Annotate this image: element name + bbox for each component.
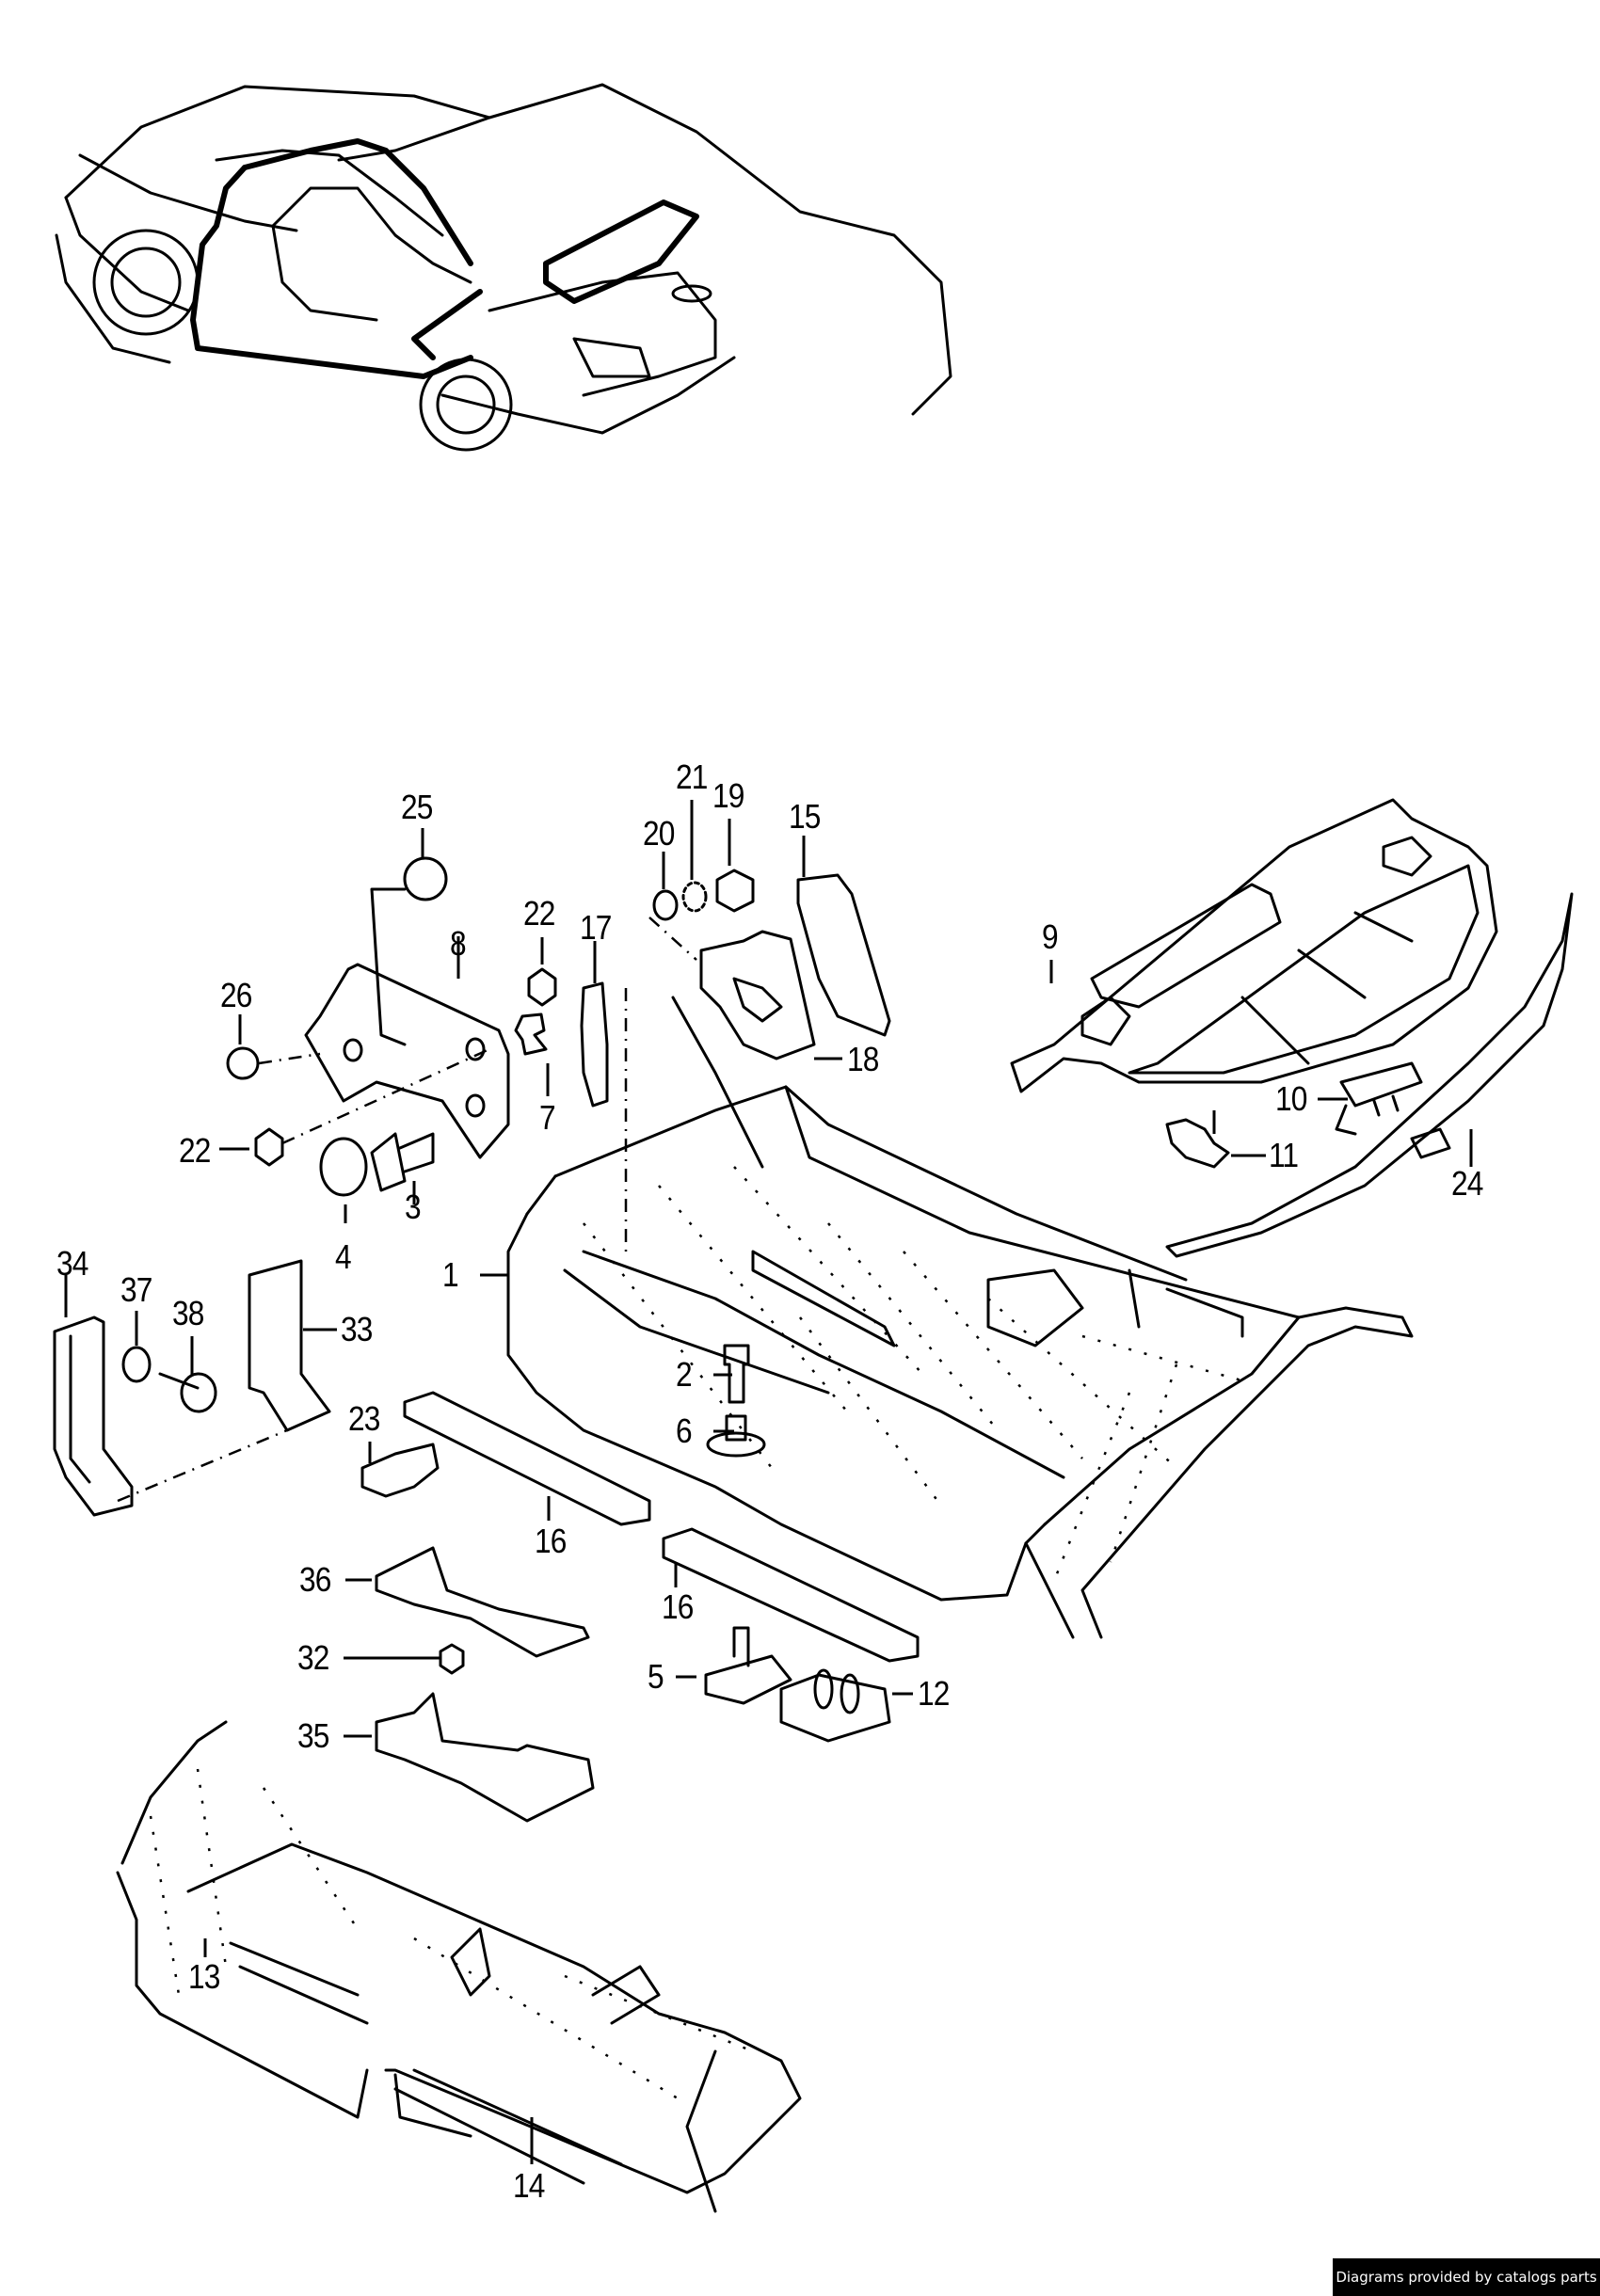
callout-17: 17: [580, 908, 612, 947]
callout-18: 18: [847, 1040, 879, 1078]
callout-34: 34: [56, 1244, 88, 1283]
washer-part-20: [652, 889, 679, 921]
callout-20: 20: [643, 814, 675, 853]
callout-26: 26: [220, 976, 252, 1014]
callout-23: 23: [348, 1399, 380, 1438]
crossmember-part-35: [375, 1692, 595, 1823]
callout-11: 11: [1269, 1136, 1299, 1174]
callout-38: 38: [172, 1294, 204, 1332]
callout-25: 25: [401, 788, 433, 826]
callout-5: 5: [648, 1657, 664, 1696]
front-floor-sections-13-14: [116, 1720, 802, 2213]
credit-banner: Diagrams provided by catalogs parts: [1333, 2258, 1600, 2296]
callout-16-right: 16: [662, 1587, 694, 1626]
mounting-plate-part-18: [699, 930, 816, 1060]
callout-8: 8: [450, 924, 467, 963]
plug-part-4: [319, 1137, 368, 1197]
trim-strip-part-24: [1165, 892, 1574, 1258]
callout-10: 10: [1275, 1079, 1307, 1118]
nut-part-19: [715, 869, 755, 913]
callout-13: 13: [188, 1957, 220, 1996]
spacer-part-26: [226, 1046, 260, 1080]
callout-2: 2: [676, 1355, 693, 1394]
rear-shelf-part-9: [1010, 798, 1498, 1093]
callout-3: 3: [405, 1188, 422, 1226]
car-overview-illustration: [55, 83, 952, 452]
panel-part-8: [304, 963, 510, 1159]
washer-part-37: [121, 1346, 152, 1383]
sill-reinforcement-part-16a: [403, 1391, 651, 1526]
callout-35: 35: [297, 1716, 329, 1755]
mount-part-12: [779, 1673, 891, 1743]
bracket-part-10: [1335, 1061, 1423, 1136]
nut-part-32: [439, 1643, 465, 1675]
callout-12: 12: [918, 1674, 950, 1713]
crossmember-part-36: [375, 1546, 590, 1658]
callout-9: 9: [1042, 917, 1059, 956]
nut-part-22b: [527, 967, 557, 1007]
callout-24: 24: [1451, 1164, 1483, 1203]
callout-16-left: 16: [535, 1522, 567, 1560]
bracket-part-34: [53, 1315, 134, 1517]
callout-19: 19: [712, 776, 744, 815]
callout-37: 37: [120, 1270, 152, 1309]
callout-1: 1: [442, 1255, 459, 1294]
callout-4: 4: [335, 1237, 352, 1276]
bracket-part-17: [580, 981, 609, 1108]
callout-33: 33: [341, 1310, 373, 1348]
bracket-part-33: [248, 1259, 331, 1432]
screw-part-3: [370, 1132, 435, 1192]
clip-part-7: [514, 1012, 548, 1056]
clip-part-23: [360, 1443, 440, 1498]
bracket-part-5: [704, 1626, 792, 1705]
stud-part-6: [725, 1414, 747, 1442]
sill-reinforcement-part-16b: [662, 1527, 920, 1663]
callout-14: 14: [513, 2166, 545, 2205]
callout-7: 7: [539, 1098, 556, 1137]
bolt-part-2: [723, 1344, 750, 1404]
clip-part-11: [1165, 1118, 1230, 1169]
leader-lines: [64, 800, 1473, 2164]
callout-32: 32: [297, 1638, 329, 1677]
callout-36: 36: [299, 1560, 331, 1599]
callout-15: 15: [789, 797, 821, 836]
reinforcement-part-15: [796, 873, 891, 1037]
lock-washer-part-21: [681, 881, 708, 913]
callout-22-lower: 22: [179, 1131, 211, 1170]
callout-6: 6: [676, 1411, 693, 1450]
callout-22-upper: 22: [523, 894, 555, 933]
floor-pan-part-1: [506, 1085, 1414, 1639]
callout-21: 21: [676, 757, 708, 796]
grommet-part-25: [403, 856, 448, 901]
screw-part-38: [158, 1372, 217, 1413]
nut-part-22a: [254, 1127, 284, 1167]
